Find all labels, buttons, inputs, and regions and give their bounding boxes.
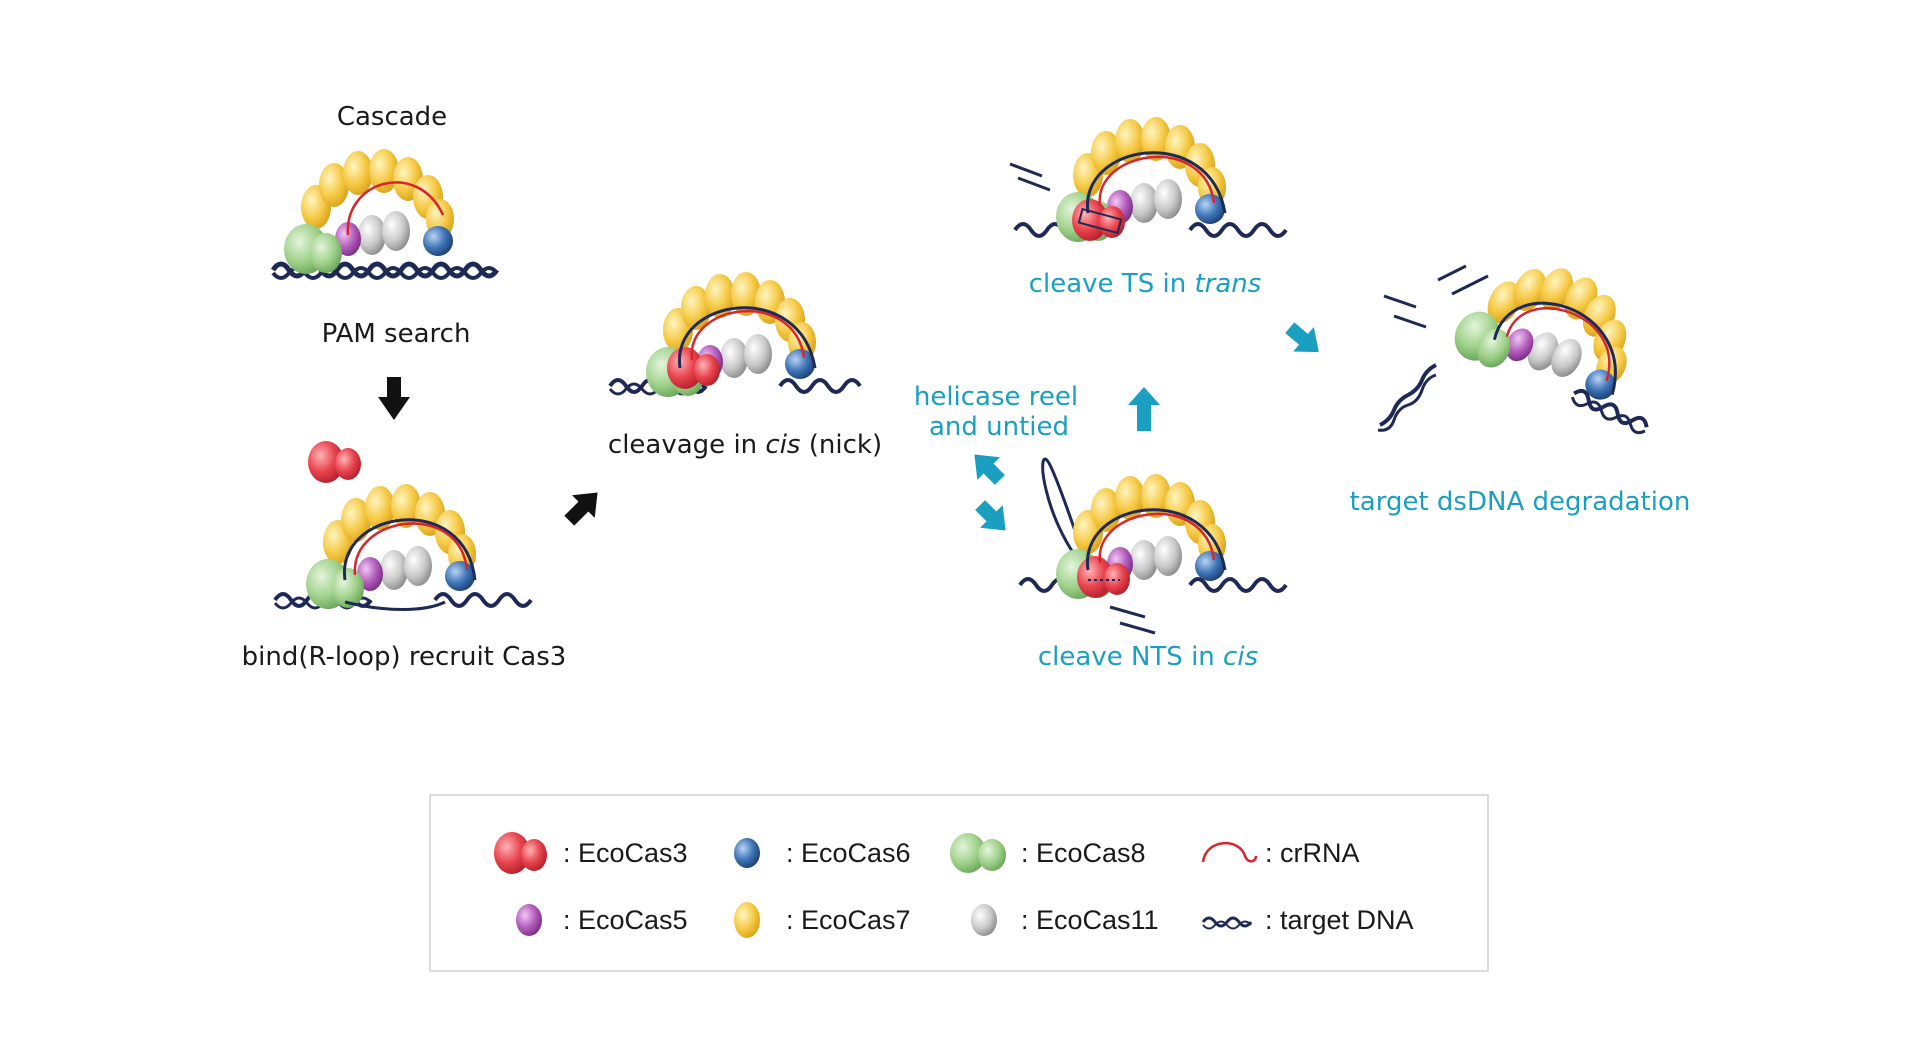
cascade-cleave-nts-cis-complex <box>1018 457 1288 635</box>
label-cleave-ts-trans: cleave TS in trans <box>1029 269 1262 299</box>
label-cleave-nts-cis: cleave NTS in cis <box>1038 642 1258 672</box>
crrna-icon <box>1201 841 1258 863</box>
legend: : EcoCas3 : EcoCas6 : EcoCas8 : crRNA : … <box>429 794 1489 972</box>
svg-text:: EcoCas6: : EcoCas6 <box>786 838 911 868</box>
cascade-rloop-complex <box>273 484 533 611</box>
svg-text:: EcoCas7: : EcoCas7 <box>786 905 911 935</box>
cascade-degradation-complex <box>1446 236 1654 435</box>
legend-item-target-dna: : target DNA <box>1201 905 1414 935</box>
arrow-cyan-down-right <box>975 500 1006 531</box>
arrow-down <box>378 377 410 420</box>
legend-item-crrna: : crRNA <box>1201 838 1360 868</box>
crrna <box>346 181 445 236</box>
label-helicase-line2: and untied <box>929 412 1069 442</box>
svg-text:: EcoCas5: : EcoCas5 <box>563 905 688 935</box>
label-helicase-line1: helicase reel <box>914 382 1078 412</box>
target-dna-icon <box>1201 916 1253 930</box>
legend-item-ecocas6: : EcoCas6 <box>734 838 911 868</box>
label-degradation: target dsDNA degradation <box>1350 487 1691 517</box>
cas8-icon <box>950 833 1006 873</box>
label-cascade: Cascade <box>337 102 447 132</box>
legend-item-ecocas11: : EcoCas11 <box>971 904 1159 936</box>
arrow-up-cyan <box>1128 387 1160 431</box>
label-pam-search: PAM search <box>322 319 471 349</box>
legend-item-ecocas8: : EcoCas8 <box>950 833 1146 873</box>
cas5-icon <box>516 904 542 936</box>
legend-box <box>429 794 1489 972</box>
svg-text:: EcoCas8: : EcoCas8 <box>1021 838 1146 868</box>
svg-text:: target DNA: : target DNA <box>1265 905 1414 935</box>
degradation-fragments <box>1377 264 1489 432</box>
legend-item-ecocas7: : EcoCas7 <box>734 902 911 938</box>
arrow-cyan-up-left <box>974 454 1005 485</box>
label-cleavage-cis: cleavage in cis (nick) <box>608 430 882 460</box>
label-bind-recruit: bind(R-loop) recruit Cas3 <box>242 642 567 672</box>
cas7-icon <box>734 902 760 938</box>
cas11-icon <box>971 904 997 936</box>
cascade-cleavage-cis-complex <box>608 272 862 397</box>
cascade-pam-search-complex <box>270 149 500 280</box>
arrow-diag-up-right <box>564 492 598 526</box>
legend-item-ecocas5: : EcoCas5 <box>516 904 688 936</box>
svg-text:: EcoCas11: : EcoCas11 <box>1021 905 1159 935</box>
svg-text:: EcoCas3: : EcoCas3 <box>563 838 688 868</box>
cas6-icon <box>734 838 760 868</box>
svg-text:: crRNA: : crRNA <box>1265 838 1360 868</box>
cascade-cleave-ts-trans-complex <box>1009 117 1288 242</box>
arrow-cyan-to-degradation <box>1285 322 1319 353</box>
free-cas3 <box>308 441 361 483</box>
legend-item-ecocas3: : EcoCas3 <box>494 832 688 874</box>
